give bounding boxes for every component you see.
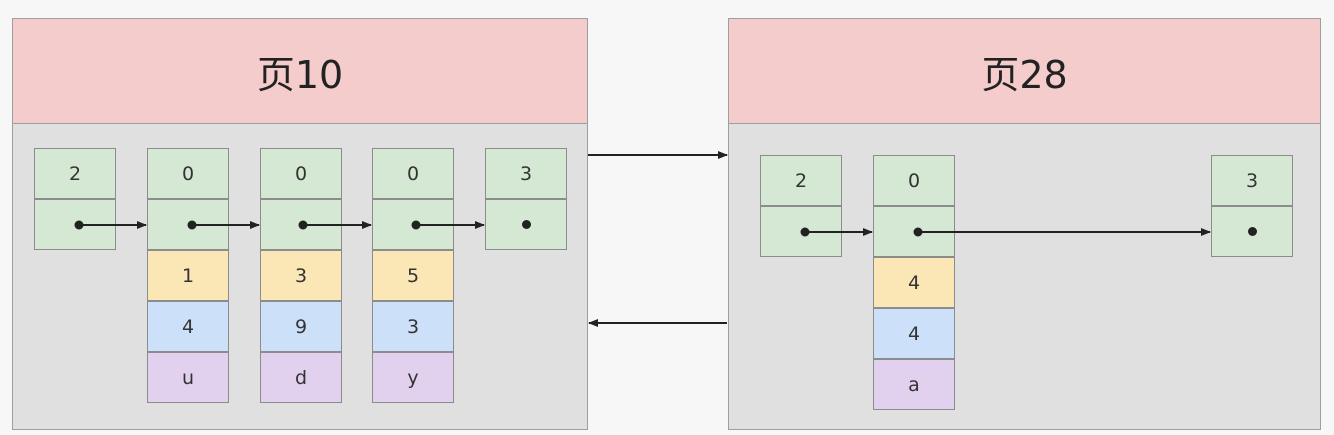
record-field-1: 4 — [873, 257, 955, 308]
record-header: 0 — [147, 148, 229, 199]
record-field-3: d — [260, 352, 342, 403]
record-next-pointer — [760, 206, 842, 257]
record-next-pointer — [873, 206, 955, 257]
record-next-pointer — [1211, 206, 1293, 257]
record-field-2: 9 — [260, 301, 342, 352]
record-field-2: 4 — [147, 301, 229, 352]
record-field-3: a — [873, 359, 955, 410]
record-field-1: 5 — [372, 250, 454, 301]
page-title: 页10 — [13, 19, 587, 124]
pointer-dot-icon — [1247, 227, 1257, 236]
pointer-dot-icon — [521, 220, 531, 229]
record-field-1: 3 — [260, 250, 342, 301]
record-next-pointer — [147, 199, 229, 250]
record-header-supremum: 3 — [1211, 155, 1293, 206]
record-header-supremum: 3 — [485, 148, 567, 199]
record-header: 0 — [372, 148, 454, 199]
record-next-pointer — [260, 199, 342, 250]
record-next-pointer — [485, 199, 567, 250]
record-next-pointer — [372, 199, 454, 250]
page-title: 页28 — [729, 19, 1320, 124]
record-field-2: 4 — [873, 308, 955, 359]
record-header: 0 — [260, 148, 342, 199]
record-header-infimum: 2 — [760, 155, 842, 206]
record-field-1: 1 — [147, 250, 229, 301]
record-header: 0 — [873, 155, 955, 206]
record-header-infimum: 2 — [34, 148, 116, 199]
record-field-3: y — [372, 352, 454, 403]
record-field-2: 3 — [372, 301, 454, 352]
record-next-pointer — [34, 199, 116, 250]
record-field-3: u — [147, 352, 229, 403]
